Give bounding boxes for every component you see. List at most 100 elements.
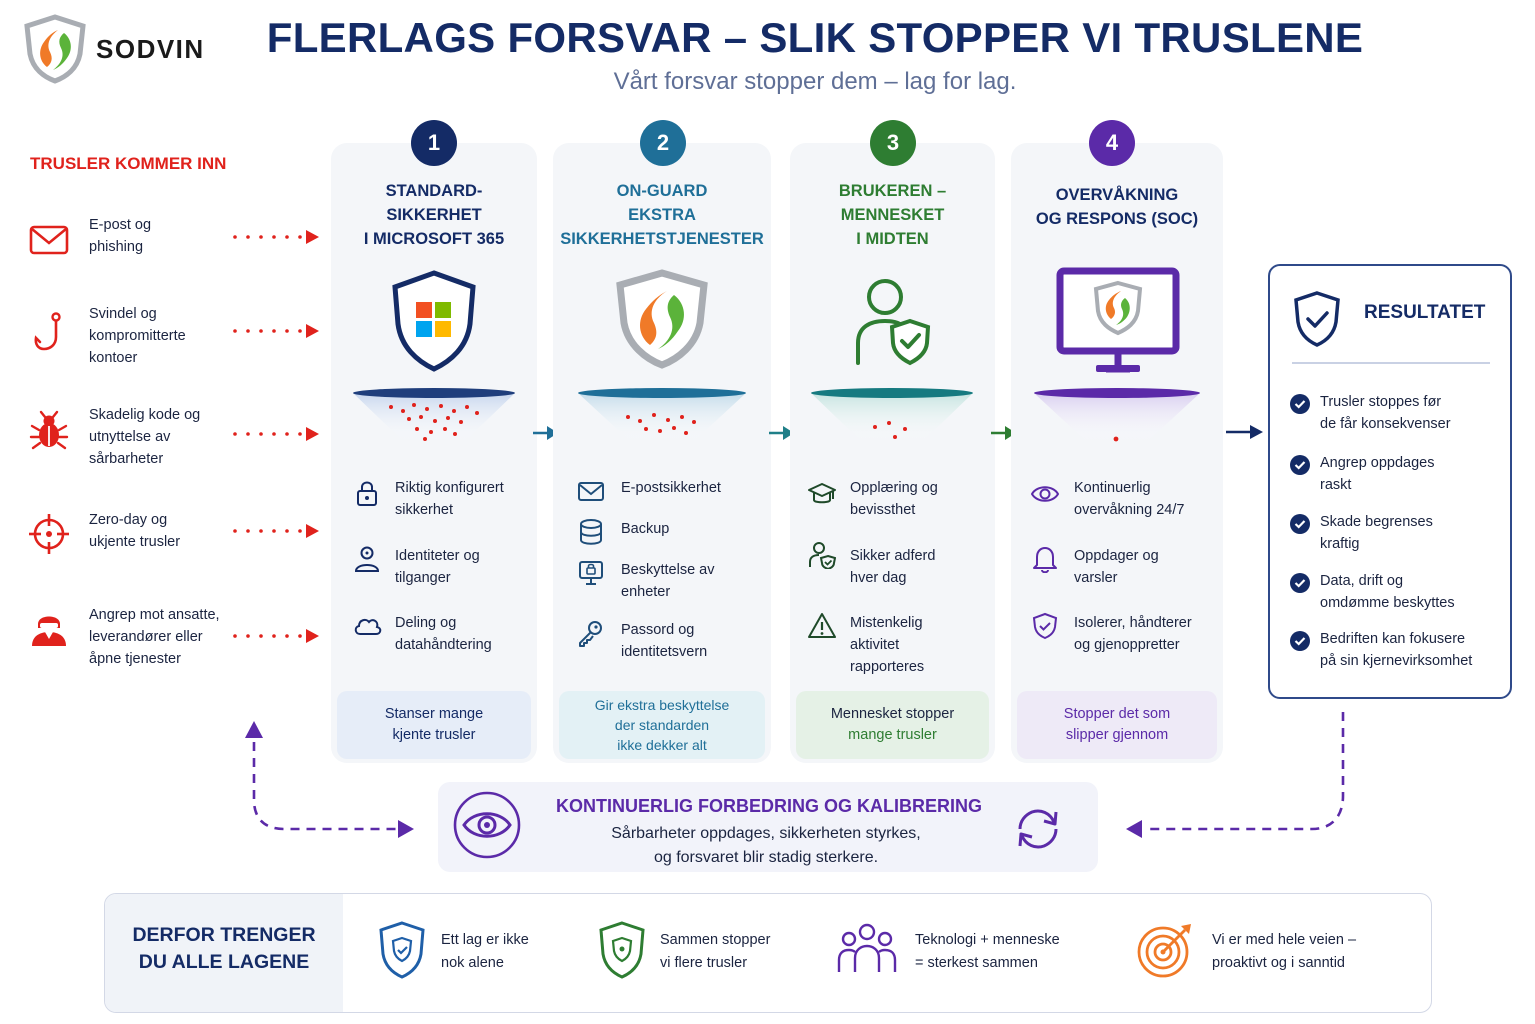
- threat-item: Svindel og kompromitterte kontoer: [28, 303, 328, 373]
- result-text: Skade begrenses: [1320, 514, 1433, 530]
- result-text: Bedriften kan fokusere: [1320, 631, 1466, 647]
- threat-label: kompromitterte: [89, 328, 186, 344]
- feedback-loop-left-arrow: [245, 721, 414, 838]
- layer-item-text: tilganger: [395, 570, 451, 586]
- layer-item-text: enheter: [621, 584, 671, 600]
- layer-item-text: Identiteter og: [395, 548, 480, 564]
- why-item: Vi er med hele veien – proaktivt og i san…: [1135, 894, 1425, 1012]
- layer-number: 2: [640, 120, 686, 166]
- layer-item-text: datahåndtering: [395, 637, 492, 653]
- red-dotted-arrow: [233, 324, 319, 338]
- threat-label: Svindel og: [89, 306, 157, 322]
- graduation-cap-icon: [808, 483, 836, 504]
- threat-label: utnyttelse av: [89, 429, 171, 445]
- why-item: Teknologi + menneske = sterkest sammen: [835, 894, 1085, 1012]
- threat-label: phishing: [89, 239, 144, 255]
- why-text: = sterkest sammen: [915, 955, 1038, 971]
- layer-number: 4: [1089, 120, 1135, 166]
- improvement-panel: KONTINUERLIG FORBEDRING OG KALIBRERING S…: [438, 782, 1098, 872]
- brand-logo: SODVIN: [22, 14, 242, 84]
- bell-icon: [1033, 547, 1057, 573]
- why-text: Sammen stopper: [660, 932, 771, 948]
- layer-item-text: Isolerer, håndterer: [1074, 615, 1192, 631]
- layer-item-text: hver dag: [850, 570, 907, 586]
- check-circle-icon: [1290, 455, 1310, 475]
- database-icon: [580, 519, 602, 545]
- layer-item-text: Opplæring og: [850, 480, 938, 496]
- why-item: Ett lag er ikke nok alene: [377, 894, 577, 1012]
- check-circle-icon: [1290, 573, 1310, 593]
- threat-label: ukjente trusler: [89, 534, 181, 550]
- result-text: raskt: [1320, 477, 1352, 493]
- result-text: Data, drift og: [1320, 573, 1404, 589]
- why-text: Vi er med hele veien –: [1212, 932, 1357, 948]
- layer-number: 3: [870, 120, 916, 166]
- user-shield-icon: [856, 279, 931, 366]
- layer-item-text: aktivitet: [850, 637, 900, 653]
- why-text: Ett lag er ikke: [441, 932, 529, 948]
- layer-item-text: sikkerhet: [395, 502, 454, 518]
- arrow-right-icon: [1226, 425, 1263, 439]
- threats-heading: TRUSLER KOMMER INN: [30, 154, 227, 173]
- improvement-title: KONTINUERLIG FORBEDRING OG KALIBRERING: [556, 796, 982, 816]
- check-circle-icon: [1290, 631, 1310, 651]
- result-title: RESULTATET: [1364, 302, 1486, 323]
- layer-item-text: varsler: [1074, 570, 1118, 586]
- threat-label: Angrep mot ansatte,: [89, 607, 220, 623]
- refresh-icon: [1018, 809, 1058, 849]
- shield-check-icon: [1294, 291, 1340, 347]
- improvement-text: Sårbarheter oppdages, sikkerheten styrke…: [611, 825, 921, 866]
- device-icon: [579, 561, 603, 585]
- layer-item-text: overvåkning 24/7: [1074, 502, 1185, 518]
- check-circle-icon: [1290, 514, 1310, 534]
- user-shield-icon: [809, 542, 836, 569]
- arrow-right-icon: [769, 426, 794, 440]
- layer-item-text: og gjenoppretter: [1074, 637, 1180, 653]
- why-text: nok alene: [441, 955, 504, 971]
- result-text: kraftig: [1320, 536, 1360, 552]
- hacker-icon: [32, 616, 66, 646]
- page-title: FLERLAGS FORSVAR – SLIK STOPPER VI TRUSL…: [266, 14, 1364, 61]
- team-icon: [837, 923, 897, 972]
- layer-item-text: rapporteres: [850, 659, 925, 675]
- layer-item-text: bevissthet: [850, 502, 916, 518]
- eye-icon: [453, 791, 521, 859]
- layer-item-text: Oppdager og: [1074, 548, 1159, 564]
- red-dotted-arrow: [233, 524, 319, 538]
- filter-funnel: [811, 388, 973, 443]
- layer-item-text: Passord og: [621, 622, 695, 638]
- layer-item-text: E-postsikkerhet: [621, 480, 721, 496]
- identity-icon: [354, 546, 380, 572]
- hook-icon: [34, 312, 61, 351]
- layer-item-text: Kontinuerlig: [1074, 480, 1151, 496]
- divider: [1292, 362, 1490, 364]
- why-text: proaktivt og i sanntid: [1212, 955, 1345, 971]
- sodvin-shield-icon: [24, 14, 86, 84]
- red-dotted-arrow: [233, 230, 319, 244]
- cloud-icon: [354, 618, 382, 635]
- threat-label: kontoer: [89, 350, 138, 366]
- result-text: Trusler stoppes før: [1320, 394, 1442, 410]
- shield-blue-icon: [379, 921, 425, 979]
- why-text: Teknologi + menneske: [915, 932, 1060, 948]
- monitor-icon: [1056, 267, 1180, 373]
- red-dotted-arrow: [233, 629, 319, 643]
- shield-check-icon: [1032, 612, 1058, 640]
- layer-item-text: Beskyttelse av: [621, 562, 715, 578]
- threat-label: leverandører eller: [89, 629, 203, 645]
- target-icon: [1137, 924, 1191, 978]
- crosshair-icon: [29, 514, 69, 554]
